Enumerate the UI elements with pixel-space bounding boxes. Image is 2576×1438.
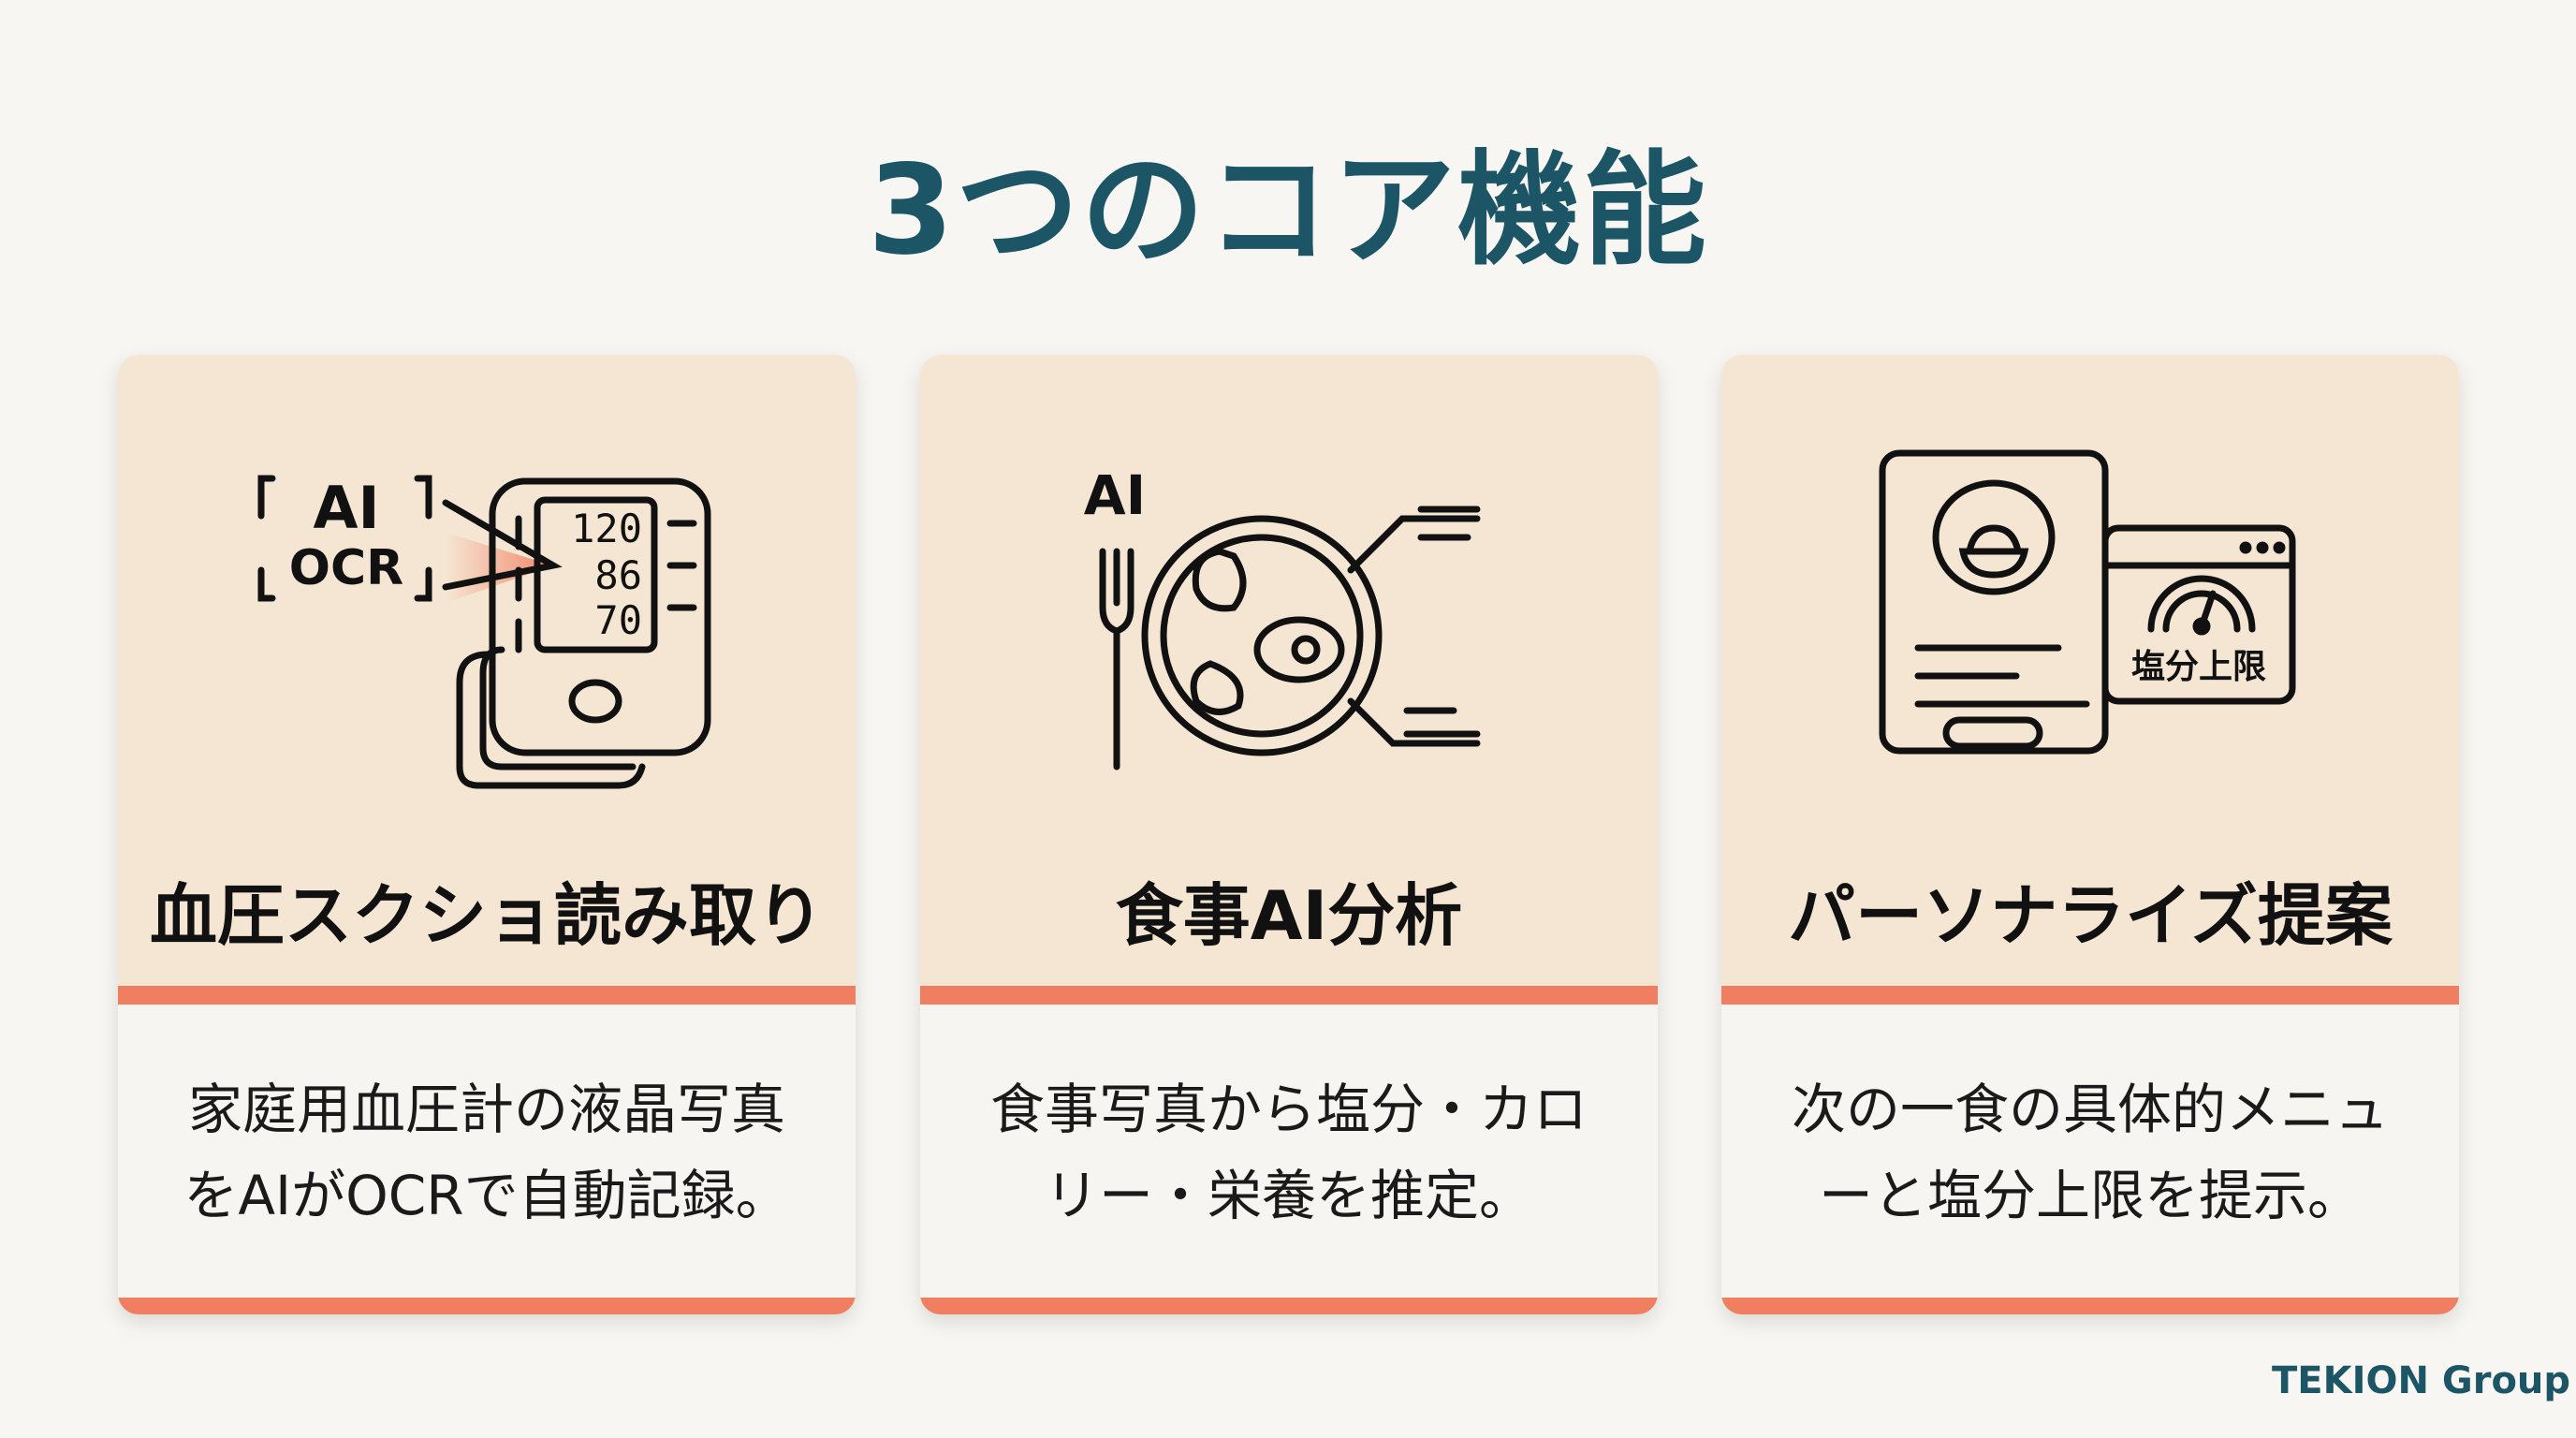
svg-text:AI: AI [1084, 463, 1146, 527]
card-description: 次の一食の具体的メニューと塩分上限を提示。 [1791, 1078, 2389, 1227]
card-description: 家庭用血圧計の液晶写真をAIがOCRで自動記録。 [183, 1078, 790, 1227]
card-description: 食事写真から塩分・カロリー・栄養を推定。 [989, 1078, 1588, 1227]
svg-text:OCR: OCR [289, 540, 403, 596]
personalized-suggestion-icon: 塩分上限 [1879, 449, 2296, 755]
svg-text:120: 120 [571, 506, 642, 551]
blood-pressure-ocr-icon: AI OCR 120 86 70 [257, 474, 711, 789]
card-title: パーソナライズ提案 [1788, 876, 2393, 955]
page-title: 3つのコア機能 [868, 139, 1708, 283]
meal-analysis-icon: AI [1084, 463, 1481, 770]
card-title: 血圧スクショ読み取り [149, 876, 824, 955]
card-title: 食事AI分析 [1115, 876, 1463, 955]
svg-text:86: 86 [594, 552, 642, 598]
feature-card-meal-analysis: AI 食事AI分析 食事写真から塩分・カロリー・栄養を推定。 [920, 355, 1658, 1314]
footer-brand: TEKION Group [2272, 1359, 2571, 1402]
svg-text:AI: AI [313, 474, 379, 542]
svg-text:70: 70 [594, 597, 642, 643]
feature-card-personalized: 塩分上限 パーソナライズ提案 次の一食の具体的メニューと塩分上限を提示。 [1721, 355, 2459, 1314]
feature-card-bp-ocr: AI OCR 120 86 70 血圧スクショ読み取り 家庭用血圧計の液晶写真を… [118, 355, 856, 1314]
svg-text:塩分上限: 塩分上限 [2131, 648, 2266, 686]
